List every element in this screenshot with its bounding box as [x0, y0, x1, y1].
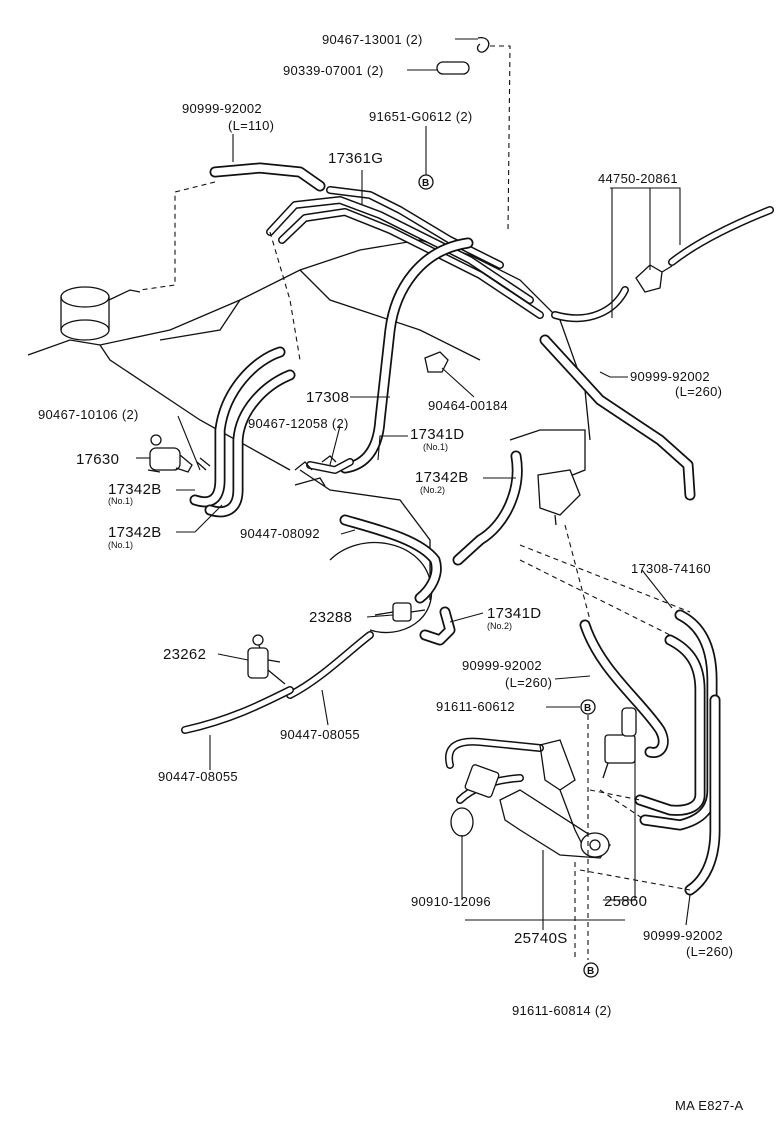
label-17342B-b: 17342B	[108, 524, 162, 541]
svg-text:B: B	[587, 966, 594, 977]
label-90999-92002-d-len: (L=260)	[686, 944, 733, 959]
label-90999-92002-b-len: (L=260)	[675, 384, 722, 399]
components: B B B	[147, 37, 673, 978]
bolt-icon-1: B	[418, 174, 434, 190]
leader-lines	[136, 38, 691, 930]
label-17341D-1: 17341D	[410, 426, 464, 443]
label-17308-74160: 17308-74160	[631, 561, 711, 576]
hoses	[181, 162, 774, 896]
label-23262: 23262	[163, 646, 206, 663]
label-90447-08092: 90447-08092	[240, 526, 320, 541]
svg-text:B: B	[584, 703, 591, 714]
label-25860: 25860	[604, 893, 647, 910]
svg-text:B: B	[422, 178, 429, 189]
label-44750-20861: 44750-20861	[598, 171, 678, 186]
vacuum-canister	[60, 286, 141, 341]
label-17361G: 17361G	[328, 150, 383, 167]
label-90464-00184: 90464-00184	[428, 398, 508, 413]
label-23288: 23288	[309, 609, 352, 626]
bolt-icon-3: B	[583, 962, 599, 978]
label-17342B-c: 17342B	[415, 469, 469, 486]
valve-23288-icon	[374, 602, 426, 622]
clip-10106-icon	[196, 457, 211, 471]
label-91611-60612: 91611-60612	[436, 699, 515, 714]
vsv-90910-icon	[450, 764, 500, 837]
label-90999-92002-a-len: (L=110)	[228, 118, 274, 133]
label-90999-92002-b: 90999-92002	[630, 369, 710, 384]
label-90999-92002-c: 90999-92002	[462, 658, 542, 673]
vsv-44750-icon	[635, 264, 673, 293]
label-90999-92002-d: 90999-92002	[643, 928, 723, 943]
label-90447-08055-a: 90447-08055	[280, 727, 360, 742]
label-90467-10106: 90467-10106 (2)	[38, 407, 139, 422]
label-17341D-1-sub: (No.1)	[423, 442, 448, 452]
label-91651-G0612: 91651-G0612 (2)	[369, 109, 473, 124]
clip-12058-icon	[294, 455, 337, 471]
label-90999-92002-a: 90999-92002	[182, 101, 262, 116]
clip-13001-icon	[476, 37, 490, 53]
label-90467-12058: 90467-12058 (2)	[248, 416, 349, 431]
label-17342B-a: 17342B	[108, 481, 162, 498]
label-90999-92002-c-len: (L=260)	[505, 675, 552, 690]
actuator-icon	[537, 469, 581, 526]
label-17341D-2: 17341D	[487, 605, 541, 622]
label-17342B-a-sub: (No.1)	[108, 496, 133, 506]
label-90339-07001: 90339-07001 (2)	[283, 63, 384, 78]
label-17342B-c-sub: (No.2)	[420, 485, 445, 495]
label-90910-12096: 90910-12096	[411, 894, 491, 909]
check-valve-17630-icon	[147, 434, 193, 473]
label-17341D-2-sub: (No.2)	[487, 621, 512, 631]
part-labels: 90467-13001 (2) 90339-07001 (2) 90999-92…	[38, 32, 743, 1113]
label-90467-13001: 90467-13001 (2)	[322, 32, 423, 47]
label-17630: 17630	[76, 451, 119, 468]
label-91611-60814: 91611-60814 (2)	[512, 1003, 612, 1018]
phantom-lines	[139, 45, 691, 960]
label-17308: 17308	[306, 389, 349, 406]
label-17342B-b-sub: (No.1)	[108, 540, 133, 550]
diagram-code: MA E827-A	[675, 1098, 743, 1113]
label-90447-08055-b: 90447-08055	[158, 769, 238, 784]
label-25740S: 25740S	[514, 930, 568, 947]
vsv-25860-icon	[602, 707, 637, 779]
bolt-icon-2: B	[580, 699, 596, 715]
clamp-90464-icon	[424, 351, 449, 373]
hose-90339-icon	[436, 61, 470, 75]
valve-23262-icon	[247, 634, 286, 685]
bracket-25740S-icon	[499, 739, 611, 859]
